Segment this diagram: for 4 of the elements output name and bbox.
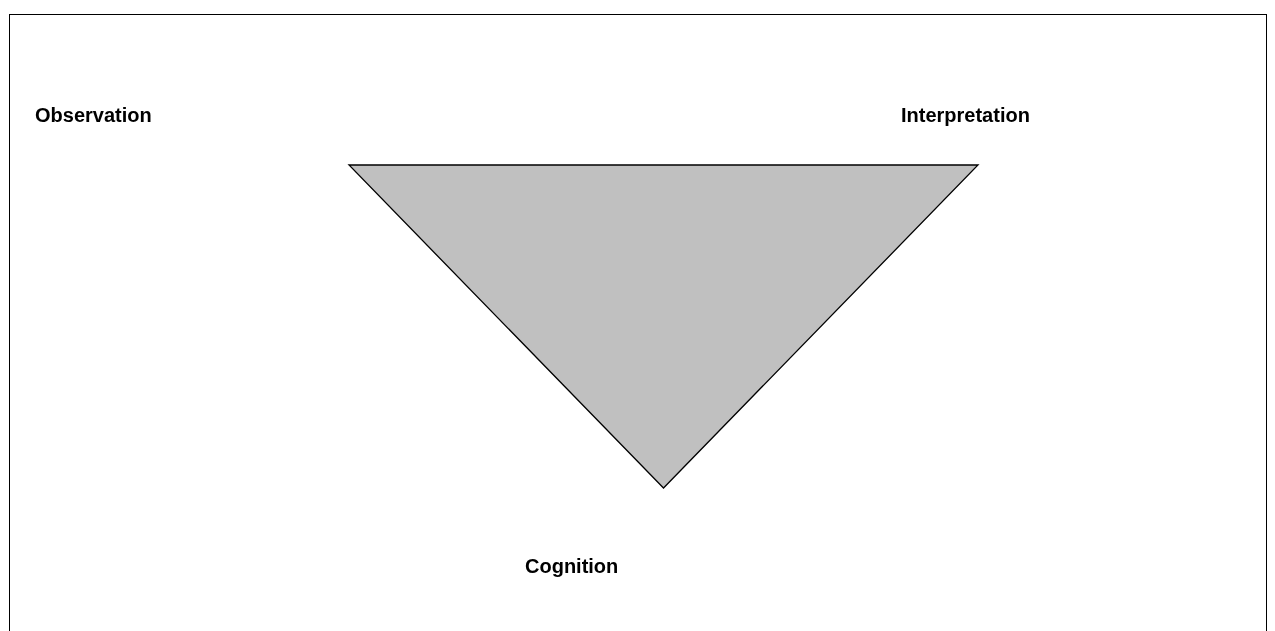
- inverted-triangle: [347, 164, 980, 489]
- corner-label: Cognition: [525, 555, 619, 578]
- corner-label: Interpretation: [901, 104, 1030, 127]
- corner-label: Observation: [35, 104, 152, 127]
